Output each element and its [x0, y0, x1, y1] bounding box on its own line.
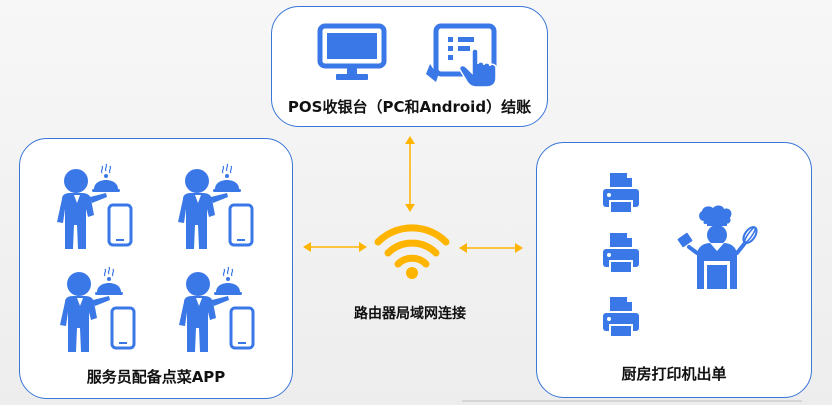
waiter-icon — [179, 266, 242, 352]
chef-icon — [677, 205, 758, 289]
printer-icon — [603, 297, 639, 338]
printer-icon — [603, 233, 639, 274]
arrow-icon — [303, 242, 367, 252]
arrow-icon — [405, 136, 415, 212]
kitchen-caption: 厨房打印机出单 — [621, 365, 727, 383]
tablet-touch-icon — [426, 23, 497, 88]
monitor-icon — [317, 23, 387, 80]
arrow-icon — [459, 243, 523, 253]
waiter-icon — [60, 266, 123, 352]
wifi-icon — [374, 224, 450, 279]
pos-panel: POS收银台（PC和Android）结账 — [271, 6, 548, 127]
kitchen-panel: 厨房打印机出单 — [536, 142, 812, 398]
divider — [462, 400, 802, 402]
phone-icon — [228, 203, 254, 247]
phone-icon — [107, 203, 133, 247]
waiter-icon — [178, 163, 241, 249]
phone-icon — [110, 306, 136, 350]
printer-icon — [603, 173, 639, 214]
pos-caption: POS收银台（PC和Android）结账 — [287, 98, 532, 116]
waiter-caption: 服务员配备点菜APP — [86, 368, 226, 386]
router-caption: 路由器局域网连接 — [354, 306, 466, 322]
waiter-icon — [57, 163, 120, 249]
waiter-panel: 服务员配备点菜APP — [19, 138, 293, 399]
phone-icon — [229, 306, 255, 350]
